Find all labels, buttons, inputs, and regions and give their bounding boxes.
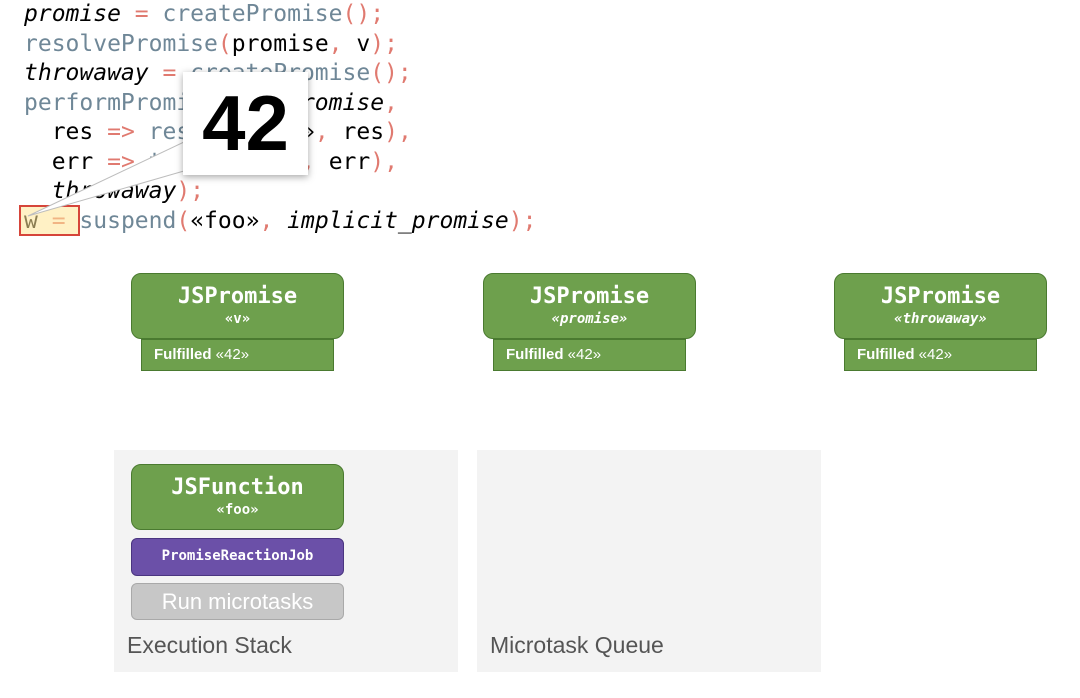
function-subtitle: «foo» [216, 502, 259, 518]
promise-status-throwaway: Fulfilled «42» [844, 339, 1037, 371]
status-word: Fulfilled [506, 346, 564, 363]
code-line: resolvePromise(promise, v); [24, 30, 536, 60]
code-token: , [314, 119, 343, 145]
code-token: , [384, 89, 398, 116]
status-value: «42» [918, 346, 953, 363]
code-token: res [24, 119, 94, 145]
status-word: Fulfilled [154, 346, 212, 363]
code-token: «foo» [190, 207, 260, 234]
code-token: promise [24, 1, 121, 27]
code-line: promise = createPromise(); [24, 0, 536, 30]
code-token: ); [370, 30, 398, 57]
code-token: , [259, 207, 288, 234]
code-token: ), [370, 148, 398, 175]
function-title: JSFunction [171, 475, 304, 500]
execution-stack-panel: JSFunction «foo» PromiseReactionJob Run … [114, 450, 458, 672]
promise-title: JSPromise [177, 284, 298, 309]
code-token: = [148, 60, 191, 86]
status-value: «42» [567, 346, 602, 363]
code-token: ); [176, 178, 205, 204]
promise-title: JSPromise [529, 284, 650, 309]
js-function-card: JSFunction «foo» [131, 464, 344, 530]
code-token: err [328, 148, 371, 175]
code-line: w = suspend(«foo», implicit_promise); [24, 207, 536, 237]
promise-status-v: Fulfilled «42» [141, 339, 334, 371]
code-token: = [120, 1, 163, 27]
microtask-queue-panel: Microtask Queue [477, 450, 821, 672]
code-token: createPromise [162, 1, 343, 27]
status-value: «42» [215, 346, 250, 363]
execution-stack-label: Execution Stack [127, 632, 292, 658]
code-token: ), [384, 119, 412, 145]
code-token: resolvePromise [24, 30, 218, 57]
promise-card-v: JSPromise «v» [131, 273, 344, 339]
promise-title: JSPromise [880, 284, 1001, 309]
code-token: (); [342, 1, 385, 27]
code-token: throwaway [24, 60, 149, 86]
callout-value: 42 [202, 79, 289, 167]
promise-card-promise: JSPromise «promise» [483, 273, 696, 339]
value-callout: 42 [183, 72, 308, 175]
code-token: ); [508, 207, 537, 234]
promise-subtitle: «promise» [551, 311, 628, 327]
code-line: throwaway); [24, 177, 536, 207]
code-token: v [356, 30, 371, 57]
run-microtasks-frame: Run microtasks [131, 583, 344, 620]
promise-card-throwaway: JSPromise «throwaway» [834, 273, 1047, 339]
code-token: implicit_promise [287, 207, 509, 234]
code-token: => [93, 148, 149, 175]
code-token: suspend [79, 207, 177, 234]
code-token: throwaway [24, 178, 177, 204]
promise-subtitle: «v» [224, 311, 251, 327]
code-token: , [328, 30, 357, 57]
code-token: => [93, 119, 149, 145]
code-token: ( [176, 207, 191, 234]
assignment-highlight [19, 205, 80, 236]
code-token: err [24, 148, 94, 175]
microtask-queue-label: Microtask Queue [490, 632, 664, 658]
promise-subtitle: «throwaway» [894, 311, 987, 327]
code-token: ( [217, 30, 232, 57]
promise-reaction-job: PromiseReactionJob [131, 538, 344, 576]
status-word: Fulfilled [857, 346, 915, 363]
code-token: (); [370, 60, 412, 86]
code-token: res [342, 119, 385, 145]
promise-status-promise: Fulfilled «42» [493, 339, 686, 371]
code-token: promise [231, 30, 329, 57]
